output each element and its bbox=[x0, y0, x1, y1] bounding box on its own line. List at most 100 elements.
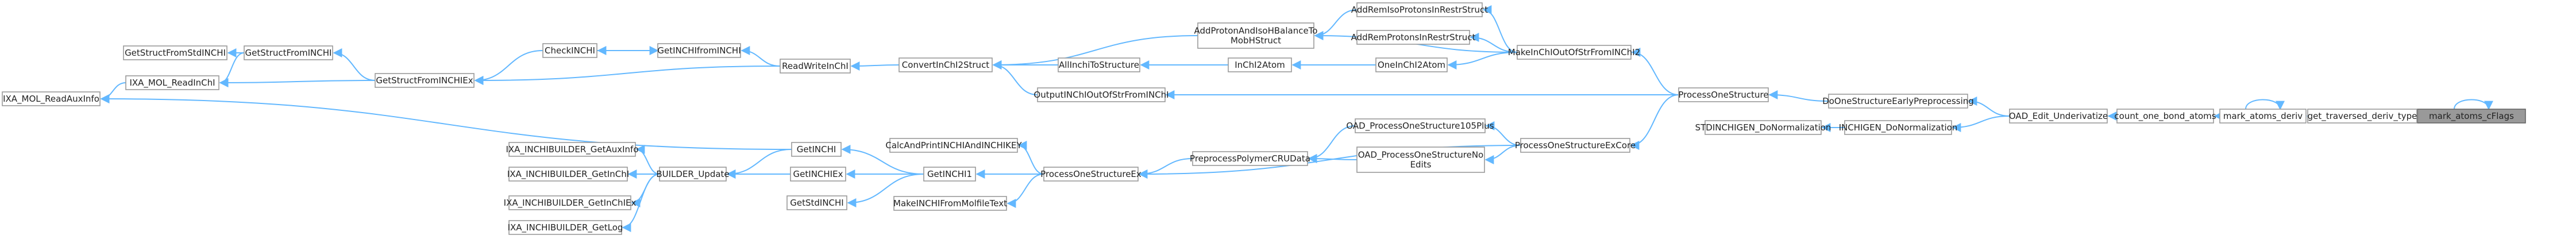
node-process-one-structure[interactable]: ProcessOneStructure bbox=[1678, 87, 1769, 102]
node-label: AddRemIsoProtonsInRestrStruct bbox=[1351, 5, 1488, 15]
node-get-std-inchi[interactable]: GetStdINCHI bbox=[786, 195, 847, 210]
node-label: BUILDER_Update bbox=[656, 169, 729, 180]
node-box bbox=[1197, 22, 1314, 49]
node-box bbox=[1043, 167, 1139, 182]
node-box bbox=[791, 142, 842, 157]
edge-get-inchi-to-get-inchi1 bbox=[841, 145, 924, 175]
node-label: GetStructFromINCHIEx bbox=[376, 75, 473, 86]
node-all-inchi-to-structure[interactable]: AllInchiToStructure bbox=[1058, 57, 1140, 72]
node-preprocess-polymer-crudata[interactable]: PreprocessPolymerCRUData bbox=[1190, 151, 1310, 166]
node-box bbox=[1058, 57, 1140, 72]
node-process-one-structure-ex[interactable]: ProcessOneStructureEx bbox=[1040, 167, 1142, 182]
node-get-inchi1[interactable]: GetINCHI1 bbox=[923, 167, 976, 182]
node-calc-and-print-inchiand-inchikey[interactable]: CalcAndPrintINCHIAndINCHIKEY bbox=[885, 138, 1022, 153]
node-label: INCHIGEN_DoNormalization bbox=[1839, 122, 1958, 133]
node-oad-edit-underivatize[interactable]: OAD_Edit_Underivatize bbox=[2009, 109, 2108, 124]
node-get-struct-from-inchiex[interactable]: GetStructFromINCHIEx bbox=[375, 73, 475, 88]
node-add-rem-protons-in-restr-struct[interactable]: AddRemProtonsInRestrStruct bbox=[1351, 30, 1476, 45]
node-label: ReadWriteInChI bbox=[782, 61, 849, 71]
node-stdinchigen-do-normalization[interactable]: STDINCHIGEN_DoNormalization bbox=[1695, 120, 1831, 135]
node-get-struct-from-inchi[interactable]: GetStructFromINCHI bbox=[244, 45, 333, 60]
node-label: MakeINCHIFromMolfileText bbox=[893, 198, 1007, 209]
node-label: ConvertInChI2Struct bbox=[902, 60, 990, 70]
node-box bbox=[898, 57, 993, 72]
node-box bbox=[508, 195, 631, 210]
node-process-one-structure-ex-core[interactable]: ProcessOneStructureExCore bbox=[1515, 138, 1636, 153]
node-mark-atoms-c-flags[interactable]: mark_atoms_cFlags bbox=[2417, 109, 2526, 124]
edge-convert-in-ch-i2-struct-to-add-proton-and-iso-hbalance-to-mob-hstruct bbox=[992, 35, 1198, 70]
node-box bbox=[1356, 147, 1485, 173]
node-label: IXA_INCHIBUILDER_GetInChI bbox=[507, 169, 629, 180]
node-do-one-structure-early-preprocessing[interactable]: DoOneStructureEarlyPreprocessing bbox=[1822, 94, 1974, 109]
node-label: OAD_ProcessOneStructureNo bbox=[1358, 150, 1483, 161]
node-label: ProcessOneStructure bbox=[1678, 90, 1768, 100]
node-inchigen-do-normalization[interactable]: INCHIGEN_DoNormalization bbox=[1839, 120, 1958, 135]
edge-calc-and-print-inchiand-inchikey-to-process-one-structure-ex bbox=[1017, 141, 1044, 175]
node-read-write-in-ch-i[interactable]: ReadWriteInChI bbox=[780, 59, 851, 74]
node-ixa-inchibuilder-get-in-ch-iex[interactable]: IXA_INCHIBUILDER_GetInChIEx bbox=[504, 195, 637, 210]
node-label: GetStructFromINCHI bbox=[245, 48, 332, 58]
edge-get-struct-from-inchi-to-get-struct-from-inchiex bbox=[333, 48, 376, 81]
edge-ixa-inchibuilder-get-aux-info-to-inchigen-builder-update bbox=[635, 145, 660, 175]
node-inchigen-builder-update[interactable]: BUILDER_Update bbox=[656, 167, 730, 182]
node-make-in-ch-iout-of-str-from-inch-i2[interactable]: MakeInChIOutOfStrFromINChI2 bbox=[1508, 45, 1640, 60]
node-box bbox=[125, 75, 219, 90]
node-mark-atoms-deriv[interactable]: mark_atoms_deriv bbox=[2219, 109, 2307, 124]
node-box bbox=[923, 167, 976, 182]
node-ixa-inchibuilder-get-aux-info[interactable]: IXA_INCHIBUILDER_GetAuxInfo bbox=[506, 142, 639, 157]
node-box bbox=[1228, 57, 1292, 72]
edge-do-one-structure-early-preprocessing-to-oad-edit-underivatize bbox=[1968, 97, 2010, 117]
node-box bbox=[1844, 120, 1952, 135]
node-ixa-mol-read-aux-info[interactable]: IXA_MOL_ReadAuxInfo bbox=[2, 91, 101, 106]
node-label: get_traversed_deriv_type bbox=[2308, 111, 2417, 122]
node-oad-process-one-structure105-plus[interactable]: OAD_ProcessOneStructure105Plus bbox=[1346, 118, 1494, 133]
node-get-inchi[interactable]: GetINCHI bbox=[791, 142, 842, 157]
node-add-rem-iso-protons-in-restr-struct[interactable]: AddRemIsoProtonsInRestrStruct bbox=[1351, 2, 1488, 17]
node-box bbox=[542, 43, 597, 58]
node-get-inchiex[interactable]: GetINCHIEx bbox=[790, 167, 846, 182]
node-box bbox=[2307, 109, 2417, 124]
node-count-one-bond-atoms[interactable]: count_one_bond_atoms bbox=[2114, 109, 2216, 124]
node-ixa-inchibuilder-get-log[interactable]: IXA_INCHIBUILDER_GetLog bbox=[508, 220, 623, 235]
node-label: MobHStruct bbox=[1231, 36, 1281, 46]
node-label: AddProtonAndIsoHBalanceTo bbox=[1194, 26, 1317, 36]
node-get-struct-from-std-inchi[interactable]: GetStructFromStdINCHI bbox=[123, 45, 227, 60]
node-box bbox=[1520, 138, 1630, 153]
node-label: Edits bbox=[1410, 160, 1432, 170]
edge-inchigen-do-normalization-to-oad-edit-underivatize bbox=[1952, 115, 2010, 132]
node-check-inchi[interactable]: CheckINCHI bbox=[542, 43, 597, 58]
node-box bbox=[659, 167, 727, 182]
node-box bbox=[893, 196, 1007, 211]
node-box bbox=[508, 142, 636, 157]
edge-inchigen-builder-update-to-get-inchi bbox=[726, 149, 792, 179]
node-label: InChI2Atom bbox=[1235, 60, 1285, 70]
node-get-inchifrom-inchi[interactable]: GetINCHIfromINCHI bbox=[657, 43, 741, 58]
edge-make-inchifrom-molfile-text-to-process-one-structure-ex bbox=[1007, 174, 1044, 208]
node-label: mark_atoms_cFlags bbox=[2429, 111, 2514, 122]
node-label: OneInChI2Atom bbox=[1378, 60, 1445, 70]
node-one-in-ch-i2-atom[interactable]: OneInChI2Atom bbox=[1375, 57, 1448, 72]
node-output-inch-iout-of-str-from-inch-i[interactable]: OutputINChIOutOfStrFromINChI bbox=[1034, 87, 1169, 102]
node-box bbox=[244, 45, 333, 60]
node-label: ProcessOneStructureExCore bbox=[1515, 140, 1636, 151]
node-label: CheckINCHI bbox=[545, 45, 595, 56]
node-box bbox=[1828, 94, 1968, 109]
node-convert-in-ch-i2-struct[interactable]: ConvertInChI2Struct bbox=[898, 57, 993, 72]
node-make-inchifrom-molfile-text[interactable]: MakeINCHIFromMolfileText bbox=[893, 196, 1007, 211]
node-in-ch-i2-atom[interactable]: InChI2Atom bbox=[1228, 57, 1292, 72]
node-get-traversed-deriv-type[interactable]: get_traversed_deriv_type bbox=[2307, 109, 2417, 124]
edge-get-struct-from-inchiex-to-read-write-in-ch-i bbox=[474, 65, 781, 85]
node-box bbox=[508, 167, 628, 182]
node-ixa-mol-read-in-ch-i[interactable]: IXA_MOL_ReadInChI bbox=[125, 75, 219, 90]
node-label: STDINCHIGEN_DoNormalization bbox=[1695, 122, 1831, 133]
node-box bbox=[2417, 109, 2526, 124]
node-box bbox=[2009, 109, 2108, 124]
node-label: IXA_INCHIBUILDER_GetInChIEx bbox=[504, 198, 637, 209]
node-ixa-inchibuilder-get-in-ch-i[interactable]: IXA_INCHIBUILDER_GetInChI bbox=[507, 167, 629, 182]
node-box bbox=[1355, 118, 1486, 133]
edge-one-in-ch-i2-atom-to-make-in-ch-iout-of-str-from-inch-i2 bbox=[1447, 52, 1518, 70]
node-label: OAD_ProcessOneStructure105Plus bbox=[1346, 121, 1494, 132]
node-box bbox=[1705, 120, 1822, 135]
